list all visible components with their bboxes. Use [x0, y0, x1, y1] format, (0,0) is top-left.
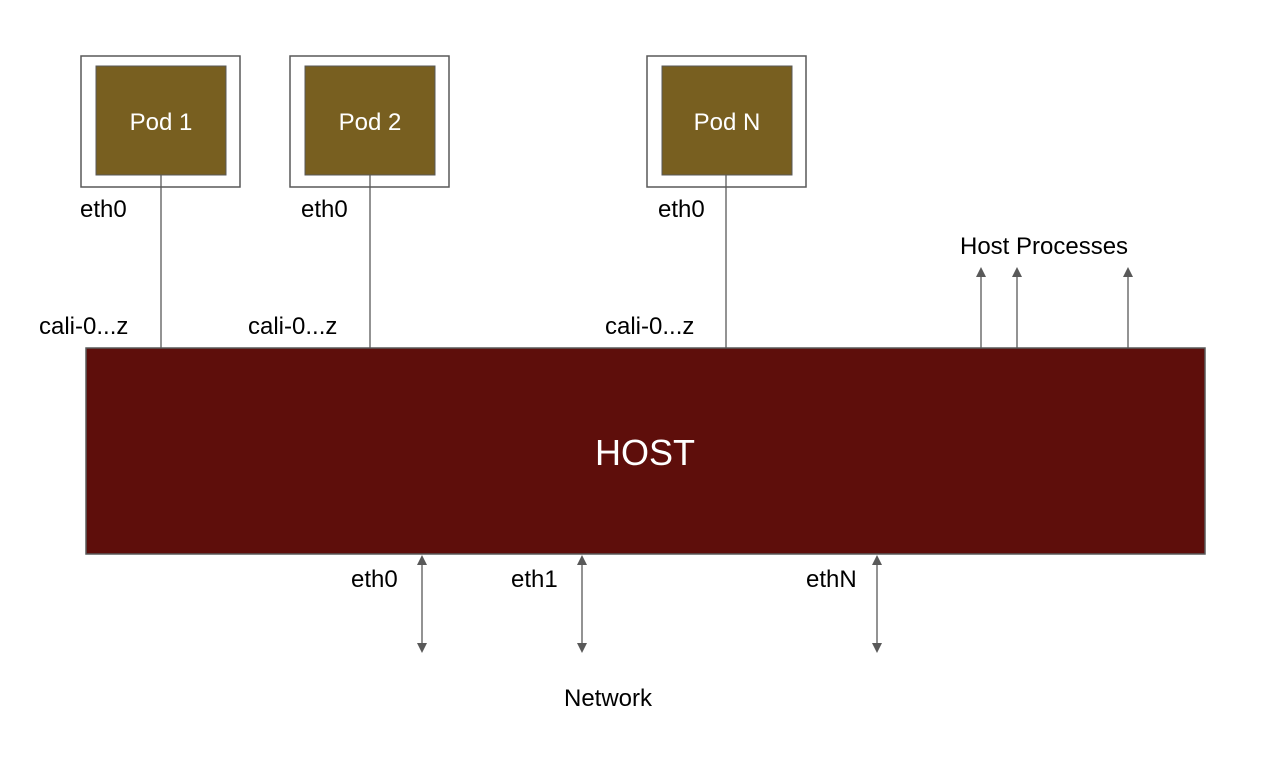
pod-n-box [661, 65, 793, 176]
host-label: HOST [595, 432, 695, 473]
host-processes-label: Host Processes [960, 233, 1128, 260]
pod-1-eth0-label: eth0 [80, 196, 127, 223]
pod-n: Pod N eth0 cali-0...z [605, 55, 807, 348]
pod-1-cali-label: cali-0...z [39, 313, 128, 340]
network-label: Network [564, 685, 653, 712]
pod-1: Pod 1 eth0 cali-0...z [39, 55, 241, 348]
pod-1-box [95, 65, 227, 176]
pod-n-cali-label: cali-0...z [605, 313, 694, 340]
pod-2-box [304, 65, 436, 176]
pod-n-eth0-label: eth0 [658, 196, 705, 223]
host-box [85, 347, 1206, 555]
network-eth1-label: eth1 [511, 566, 558, 593]
network-ethn-label: ethN [806, 566, 857, 593]
pod-2-label: Pod 2 [339, 109, 402, 136]
host: HOST [85, 347, 1206, 555]
network: eth0 eth1 ethN Network [351, 555, 882, 712]
host-processes: Host Processes [960, 233, 1133, 348]
pod-n-label: Pod N [694, 109, 761, 136]
pod-2-eth0-label: eth0 [301, 196, 348, 223]
network-eth0-label: eth0 [351, 566, 398, 593]
pod-2-cali-label: cali-0...z [248, 313, 337, 340]
pod-1-label: Pod 1 [130, 109, 193, 136]
pod-2: Pod 2 eth0 cali-0...z [248, 55, 450, 348]
